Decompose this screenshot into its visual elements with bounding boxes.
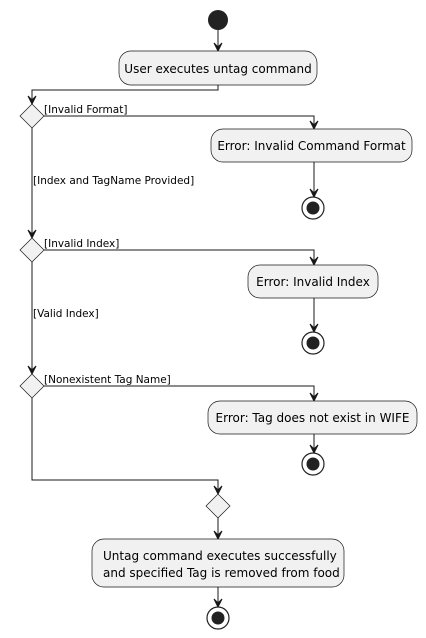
edge-decision-2-to-error-index bbox=[44, 249, 315, 265]
arrowhead-action bbox=[213, 42, 223, 53]
merge-node bbox=[205, 493, 231, 519]
guard-valid-index: [Valid Index] bbox=[33, 308, 99, 320]
decision-format bbox=[19, 103, 45, 129]
arrowhead-error-index bbox=[309, 256, 319, 267]
arrowhead-error-tag bbox=[309, 392, 319, 403]
error-invalid-command-format: Error: Invalid Command Format bbox=[210, 128, 413, 163]
edge-action-to-decision-1 bbox=[31, 85, 219, 104]
arrowhead-end-1 bbox=[309, 188, 319, 199]
guard-invalid-index: [Invalid Index] bbox=[44, 238, 119, 250]
arrowhead-end-2 bbox=[309, 323, 319, 334]
action-execute-untag-label: User executes untag command bbox=[124, 62, 311, 76]
decision-tag bbox=[19, 373, 45, 399]
arrowhead-end-4 bbox=[213, 598, 223, 609]
arrowhead-decision-3 bbox=[27, 365, 37, 376]
arrowhead-merge bbox=[213, 485, 223, 496]
action-success-line-1: Untag command executes successfully bbox=[103, 549, 337, 563]
end-node-4 bbox=[206, 606, 230, 630]
end-node-2 bbox=[301, 331, 325, 355]
action-execute-untag: User executes untag command bbox=[118, 50, 318, 86]
edge-decision-1-to-error-format bbox=[44, 115, 315, 129]
error-invalid-index: Error: Invalid Index bbox=[247, 264, 379, 299]
action-success: Untag command executes successfully and … bbox=[91, 538, 345, 588]
start-node bbox=[208, 10, 228, 30]
guard-invalid-format: [Invalid Format] bbox=[44, 104, 127, 116]
error-invalid-index-label: Error: Invalid Index bbox=[256, 275, 370, 289]
error-tag-not-exist-label: Error: Tag does not exist in WIFE bbox=[216, 411, 410, 425]
end-node-1 bbox=[301, 196, 325, 220]
arrowhead-error-format bbox=[309, 120, 319, 131]
edge-decision-3-to-merge bbox=[31, 398, 219, 494]
arrowhead-decision-1 bbox=[27, 95, 37, 106]
arrowhead-decision-2 bbox=[27, 229, 37, 240]
guard-nonexistent-tag: [Nonexistent Tag Name] bbox=[44, 374, 171, 386]
edge-decision-3-to-error-tag bbox=[44, 385, 315, 401]
guard-index-and-tag-provided: [Index and TagName Provided] bbox=[33, 175, 194, 187]
action-success-line-2: and specified Tag is removed from food bbox=[103, 566, 340, 580]
arrowhead-success bbox=[213, 530, 223, 541]
error-tag-not-exist: Error: Tag does not exist in WIFE bbox=[207, 400, 418, 435]
end-node-3 bbox=[301, 452, 325, 476]
arrowhead-end-3 bbox=[309, 444, 319, 455]
error-invalid-command-format-label: Error: Invalid Command Format bbox=[217, 139, 406, 153]
decision-index bbox=[19, 237, 45, 263]
